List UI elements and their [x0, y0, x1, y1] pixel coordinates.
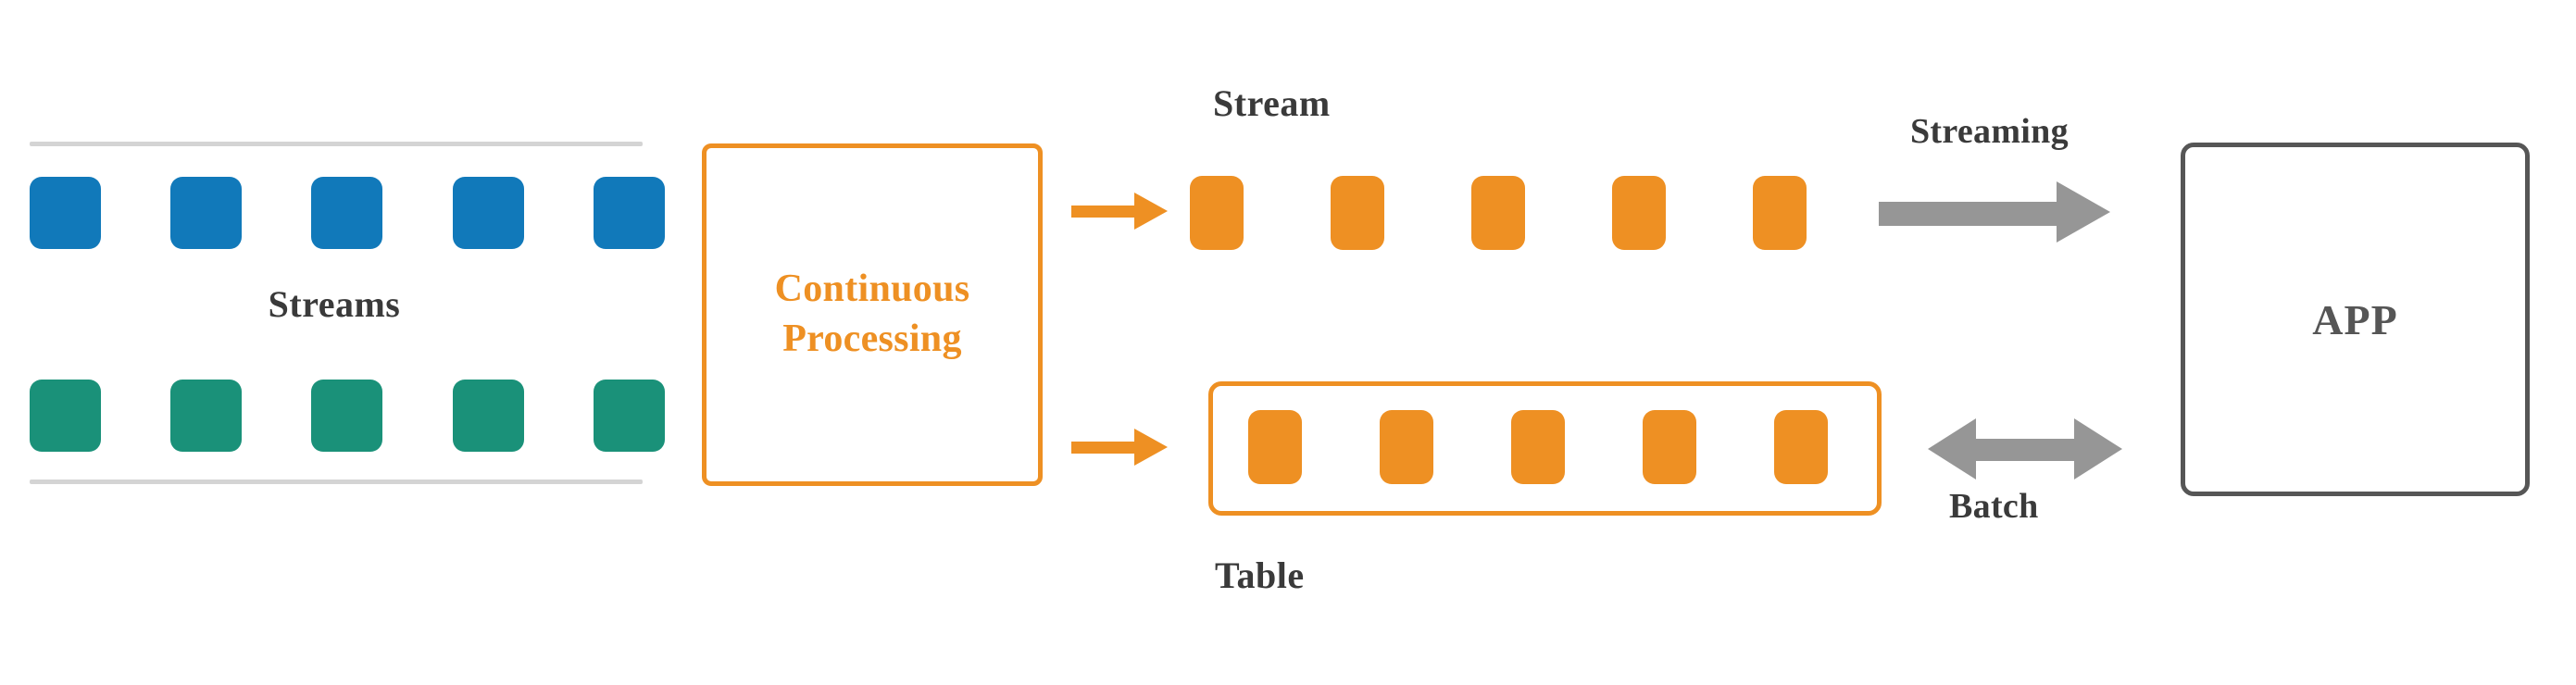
arrow-to-stream-icon [1071, 193, 1168, 230]
arrow-head-left [1928, 418, 1976, 480]
stream-rail-top [30, 142, 643, 146]
teal-stream-chip [311, 380, 382, 452]
app-label: APP [2312, 295, 2398, 343]
batch-double-arrow-icon [1928, 418, 2122, 480]
teal-stream-chip [170, 380, 242, 452]
stream-output-chip [1190, 176, 1244, 250]
app-box: APP [2181, 143, 2530, 496]
table-output-chip [1248, 410, 1302, 484]
arrow-shaft [1071, 206, 1138, 218]
streaming-label: Streaming [1910, 112, 2069, 151]
table-output-chip [1643, 410, 1696, 484]
continuous-processing-box: Continuous Processing [702, 143, 1043, 486]
arrow-shaft [1879, 202, 2062, 226]
teal-stream-chip [30, 380, 101, 452]
teal-stream-chip [453, 380, 524, 452]
blue-stream-chip [453, 177, 524, 249]
batch-label: Batch [1949, 487, 2039, 526]
blue-stream-chip [30, 177, 101, 249]
arrow-to-table-icon [1071, 429, 1168, 466]
stream-output-chip [1471, 176, 1525, 250]
cp-line-2: Processing [782, 318, 962, 360]
continuous-processing-label: Continuous Processing [775, 265, 970, 365]
stream-rail-bottom [30, 480, 643, 484]
table-label: Table [1215, 554, 1305, 596]
table-output-chip [1380, 410, 1433, 484]
stream-output-chip [1753, 176, 1807, 250]
cp-line-1: Continuous [774, 268, 970, 311]
arrow-head [2057, 181, 2110, 243]
table-output-chip [1774, 410, 1828, 484]
table-output-chip [1511, 410, 1565, 484]
stream-output-chip [1612, 176, 1666, 250]
blue-stream-chip [594, 177, 665, 249]
arrow-head [1134, 193, 1168, 230]
arrow-shaft [1071, 442, 1138, 454]
arrow-shaft [1972, 439, 2080, 461]
arrow-head [1134, 429, 1168, 466]
arrow-head-right [2074, 418, 2122, 480]
blue-stream-chip [170, 177, 242, 249]
blue-stream-chip [311, 177, 382, 249]
streaming-arrow-icon [1879, 181, 2110, 243]
stream-label: Stream [1213, 82, 1331, 124]
teal-stream-chip [594, 380, 665, 452]
streams-label: Streams [268, 283, 401, 325]
stream-output-chip [1331, 176, 1384, 250]
table-container-box [1208, 381, 1882, 516]
